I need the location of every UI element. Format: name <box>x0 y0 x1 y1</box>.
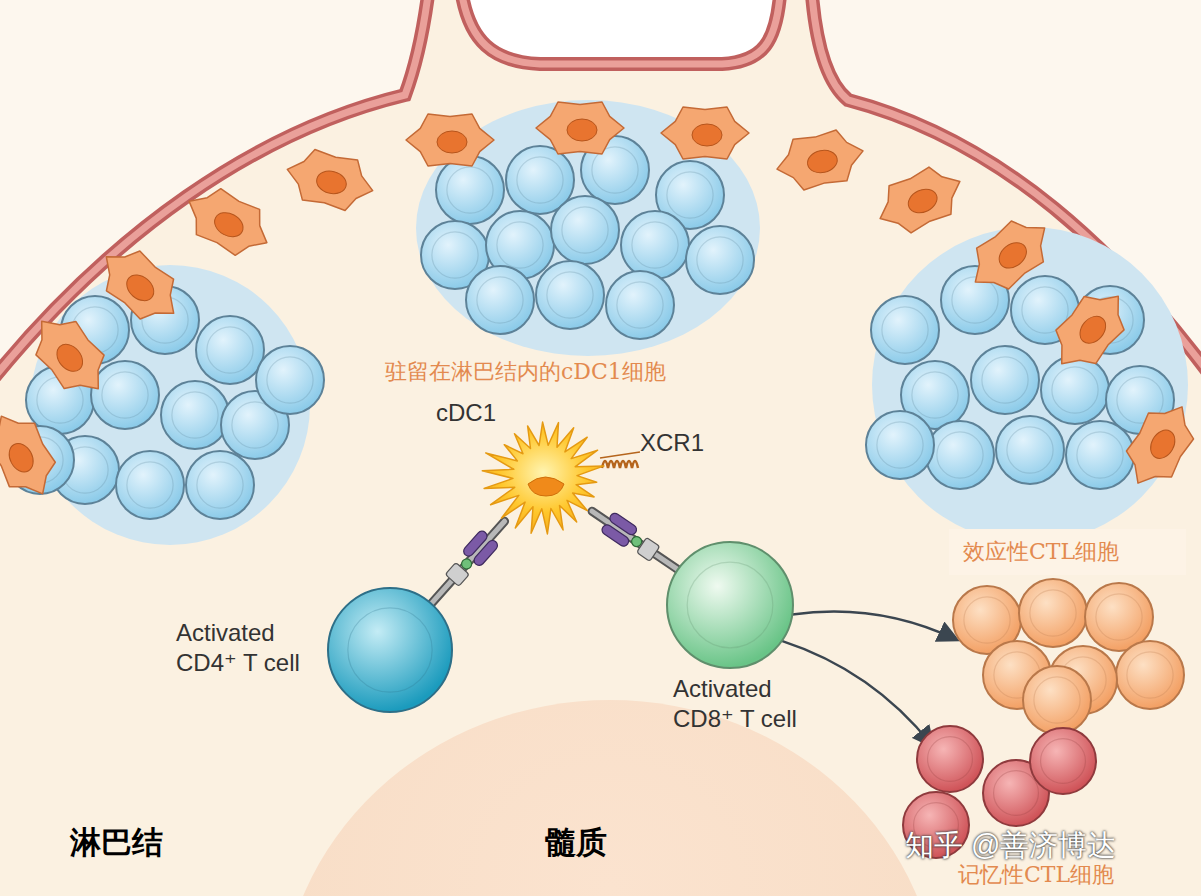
b-cell <box>996 416 1064 484</box>
mhc-tcr-contact <box>431 521 504 603</box>
stromal-cell <box>869 158 971 242</box>
memory-ctl <box>917 726 983 792</box>
title-label: 驻留在淋巴结内的cDC1细胞 <box>385 357 666 387</box>
b-cell <box>551 196 619 264</box>
shape-group <box>953 579 1184 734</box>
stromal-cell <box>177 178 279 265</box>
b-cells <box>6 136 1174 519</box>
stromal-cell <box>959 207 1060 302</box>
b-cell <box>256 346 324 414</box>
stromal-cell <box>1042 280 1138 381</box>
receptor-label: XCR1 <box>640 428 704 458</box>
cell-label: Activated CD4⁺ T cell <box>176 618 326 678</box>
stromal-cell <box>90 237 191 333</box>
cd4-t-cell: Activated CD4⁺ T cell <box>172 585 457 715</box>
shape-group <box>482 422 604 534</box>
region-label: 淋巴结 <box>70 822 163 864</box>
memory-ctl-cluster: 记忆性CTL细胞 <box>888 720 1188 892</box>
medulla <box>280 700 940 896</box>
stromal-cell <box>661 107 749 159</box>
mhc-tcr-contact <box>592 511 678 569</box>
region-label: 髓质 <box>545 822 607 864</box>
watermark: 知乎 @善济博达 <box>905 826 1117 866</box>
b-cell <box>971 346 1039 414</box>
stromal-cell <box>22 305 118 406</box>
b-cell <box>1041 356 1109 424</box>
t-cell <box>667 542 793 668</box>
effector-ctl-cluster: 效应性CTL细胞 <box>945 525 1190 720</box>
xcr1-receptor <box>600 452 640 468</box>
b-cell <box>116 451 184 519</box>
b-cell <box>1066 421 1134 489</box>
b-cell <box>536 261 604 329</box>
dendritic-cell: cDC1 <box>430 392 630 572</box>
follicle <box>872 227 1188 543</box>
stromal-cell <box>536 102 624 154</box>
cell-label: cDC1 <box>436 398 496 428</box>
b-cell <box>161 381 229 449</box>
b-cell <box>466 266 534 334</box>
follicles <box>30 100 1188 545</box>
vessel-lumen <box>462 0 780 64</box>
shape-group <box>328 588 452 712</box>
effector-ctl <box>1019 579 1087 647</box>
memory-ctl <box>1030 728 1096 794</box>
b-cell <box>871 296 939 364</box>
b-cell <box>606 271 674 339</box>
stromal-cell <box>772 125 869 194</box>
b-cell <box>866 411 934 479</box>
b-cell <box>686 226 754 294</box>
cell-label: 效应性CTL细胞 <box>949 529 1186 575</box>
b-cell <box>91 361 159 429</box>
cell-label: Activated CD8⁺ T cell <box>673 674 823 734</box>
cell-label: 记忆性CTL细胞 <box>958 860 1114 890</box>
stromal-cell <box>281 144 379 216</box>
effector-ctl <box>1116 641 1184 709</box>
cd8-t-cell: Activated CD8⁺ T cell <box>665 538 825 738</box>
stromal-cell <box>406 114 494 166</box>
stromal-cell <box>1115 394 1201 496</box>
b-cell <box>926 421 994 489</box>
effector-ctl <box>1023 666 1091 734</box>
stromal-cells <box>0 102 1201 506</box>
t-cell <box>328 588 452 712</box>
stromal-cell <box>0 404 66 506</box>
differentiation-arrow <box>792 611 956 639</box>
differentiation-arrow <box>782 641 932 745</box>
b-cell <box>186 451 254 519</box>
shape-group <box>667 542 793 668</box>
b-cell <box>621 211 689 279</box>
b-cell <box>196 316 264 384</box>
